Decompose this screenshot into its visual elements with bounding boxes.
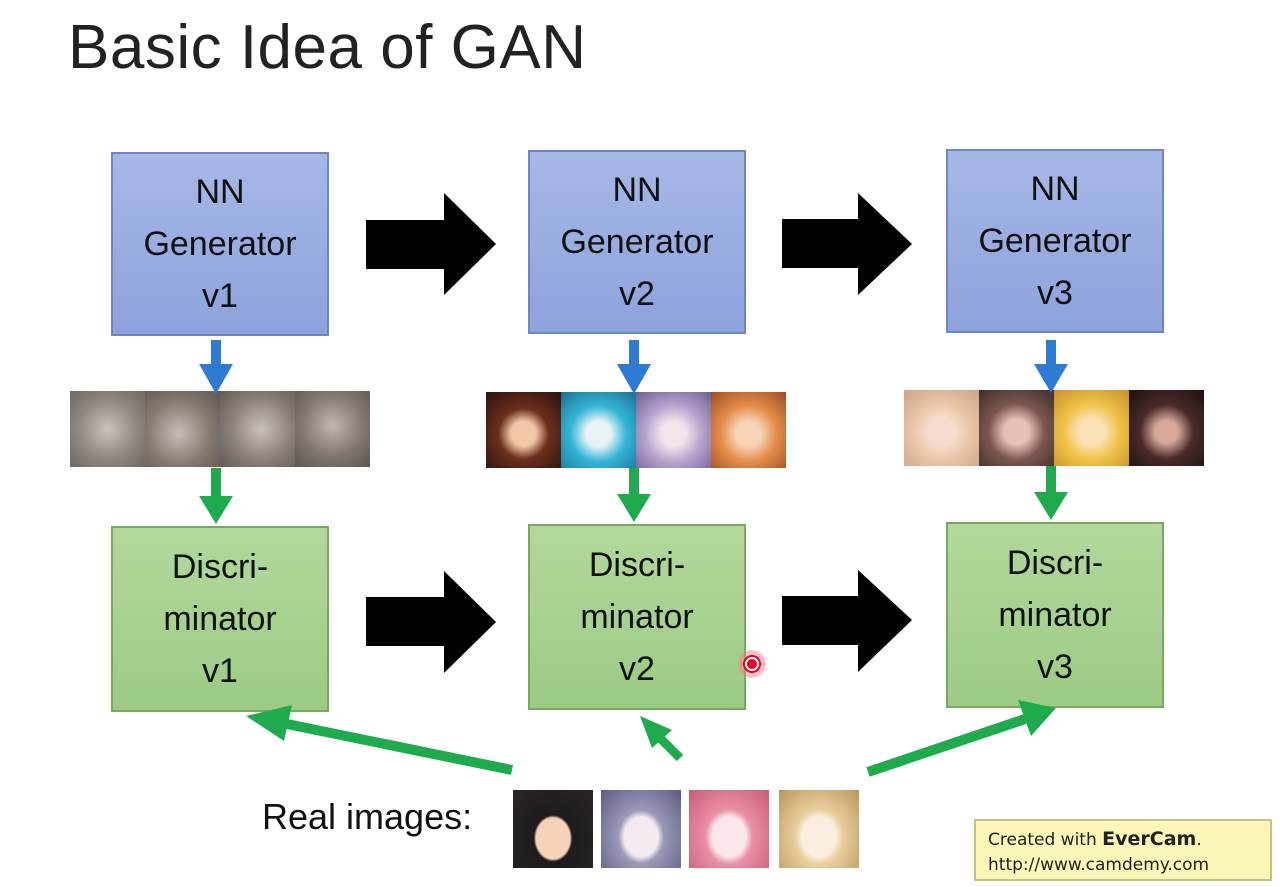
generator-v2-line1: NN xyxy=(612,171,662,209)
discriminator-v2-line3: v2 xyxy=(619,650,655,688)
generated-image xyxy=(1129,390,1204,466)
generated-image xyxy=(979,390,1054,466)
generator-v3-box: NN Generator v3 xyxy=(946,149,1164,333)
discriminator-v2-line1: Discri- xyxy=(588,546,686,584)
watermark-brand: EverCam xyxy=(1102,828,1197,850)
generator-v3-line1: NN xyxy=(1030,170,1080,208)
discriminator-v1-line2: minator xyxy=(163,600,277,638)
generated-image xyxy=(295,391,370,467)
evercam-watermark: Created with EverCam. http://www.camdemy… xyxy=(974,819,1272,881)
feed-arrow-v1 xyxy=(199,468,233,524)
evolve-arrow-disc-2 xyxy=(782,570,912,672)
generator-v3-line3: v3 xyxy=(1037,274,1073,312)
watermark-prefix: Created with xyxy=(988,830,1103,850)
generate-arrow-v3 xyxy=(1034,340,1068,393)
discriminator-v1-line3: v1 xyxy=(202,652,238,690)
generated-image xyxy=(711,392,786,468)
generated-images-v3 xyxy=(904,390,1204,466)
discriminator-v3-line3: v3 xyxy=(1037,648,1073,686)
discriminator-v3-box: Discri- minator v3 xyxy=(946,522,1164,708)
real-images-label: Real images: xyxy=(262,796,473,837)
real-image xyxy=(601,790,681,868)
watermark-suffix: . xyxy=(1196,830,1202,850)
generated-image xyxy=(145,391,220,467)
discriminator-v1-box: Discri- minator v1 xyxy=(111,526,329,712)
generator-v1-line3: v1 xyxy=(202,277,238,315)
generated-image xyxy=(636,392,711,468)
watermark-line1: Created with EverCam. xyxy=(988,827,1258,853)
feed-arrow-v2 xyxy=(617,468,651,522)
feed-arrow-v3 xyxy=(1034,466,1068,520)
generated-image xyxy=(1054,390,1129,466)
generated-images-v1 xyxy=(70,391,370,467)
evolve-arrow-gen-1 xyxy=(366,193,496,295)
generated-images-v2 xyxy=(486,392,786,468)
generate-arrow-v2 xyxy=(617,340,651,394)
generator-v3-line2: Generator xyxy=(978,222,1132,260)
generated-image xyxy=(904,390,979,466)
evolve-arrow-gen-2 xyxy=(782,193,912,295)
presenter-pointer-icon xyxy=(738,650,766,678)
real-arrow-v1 xyxy=(246,705,514,775)
generator-v1-box: NN Generator v1 xyxy=(111,152,329,336)
real-arrow-v2 xyxy=(640,716,684,762)
real-image xyxy=(513,790,593,868)
slide-title: Basic Idea of GAN xyxy=(68,13,587,82)
discriminator-v1-line1: Discri- xyxy=(171,548,269,586)
generator-v2-line2: Generator xyxy=(560,223,714,261)
generator-v2-line3: v2 xyxy=(619,275,655,313)
watermark-url: http://www.camdemy.com xyxy=(988,855,1210,875)
discriminator-v2-line2: minator xyxy=(580,598,694,636)
generated-image xyxy=(486,392,561,468)
real-image xyxy=(779,790,859,868)
generated-image xyxy=(561,392,636,468)
generator-v1-line1: NN xyxy=(195,173,245,211)
generated-image xyxy=(220,391,295,467)
generator-v1-line2: Generator xyxy=(143,225,297,263)
evolve-arrow-disc-1 xyxy=(366,571,496,673)
real-image xyxy=(689,790,769,868)
generated-image xyxy=(70,391,145,467)
generate-arrow-v1 xyxy=(199,340,233,394)
discriminator-v3-line1: Discri- xyxy=(1006,544,1104,582)
generator-v2-box: NN Generator v2 xyxy=(528,150,746,334)
discriminator-v2-box: Discri- minator v2 xyxy=(528,524,746,710)
real-arrow-v3 xyxy=(866,700,1056,777)
discriminator-v3-line2: minator xyxy=(998,596,1112,634)
